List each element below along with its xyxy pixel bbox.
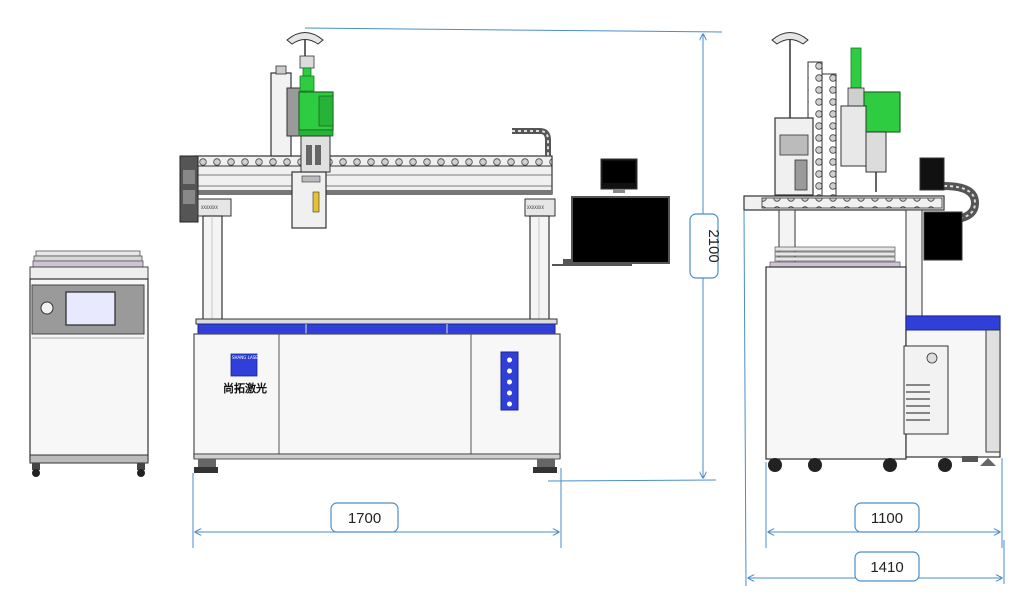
dim-label-2100: 2100 [689,213,722,279]
panel-button [507,357,512,363]
height-value: 2100 [705,229,722,262]
svg-text:XXXXXXX: XXXXXXX [527,205,544,210]
svg-text:XXXXXXX: XXXXXXX [201,205,218,210]
panel-button [507,379,512,385]
dim-label-1100: 1100 [854,502,920,533]
side-caster [883,458,897,472]
side-view-machine [743,32,1001,472]
side-caster [938,458,952,472]
chiller-caster-left [32,469,40,477]
front-width-value: 1700 [348,510,381,527]
panel-button [507,390,512,396]
blue-trim [197,323,556,335]
panel-button [507,401,512,407]
side-depth-outer-value: 1410 [870,559,903,576]
chiller-caster-right [137,469,145,477]
worktable-top [195,318,558,325]
right-column [529,215,550,321]
cable-handle [286,32,324,45]
side-caster [768,458,782,472]
side-monitor [919,157,945,191]
laser-chiller-unit [29,250,149,477]
brand-logo-text: SHANG LASER [232,355,261,360]
left-column [202,215,223,321]
side-cable-handle [771,32,809,45]
side-cabinet-front [765,266,907,460]
front-view-machine: XXXXXXX XXXXXXX [179,32,670,473]
brand-logo [230,353,258,377]
front-drag-chain [512,128,551,156]
chiller-indicator [40,301,54,315]
side-depth-inner-value: 1100 [871,510,903,527]
side-laser-head [863,91,901,133]
side-caster [808,458,822,472]
main-monitor [571,196,670,264]
brand-name: 尚拓激光 [223,381,267,395]
side-access-panel [903,345,949,435]
dim-label-1410: 1410 [854,551,920,582]
chiller-display [65,291,116,326]
panel-button [507,368,512,374]
dim-label-1700: 1700 [330,502,399,533]
